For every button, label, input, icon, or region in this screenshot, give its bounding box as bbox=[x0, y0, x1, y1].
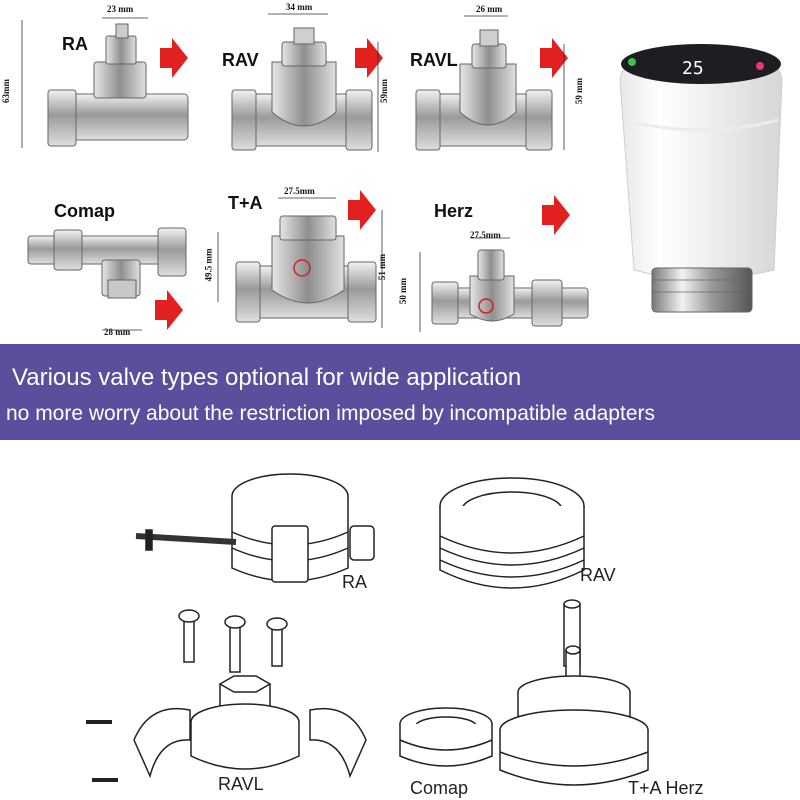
valve-label-herz: Herz bbox=[434, 201, 474, 221]
dim-rav-width: 34 mm bbox=[286, 2, 313, 12]
feature-banner: Various valve types optional for wide ap… bbox=[0, 344, 800, 440]
red-arrow-icon bbox=[540, 38, 568, 78]
red-arrow-icon bbox=[155, 290, 183, 330]
comap-valve-image bbox=[27, 227, 219, 331]
dim-ta-width: 27.5mm bbox=[284, 186, 315, 196]
thermostat-display: 25 bbox=[682, 58, 704, 79]
adapter-label-rav: RAV bbox=[580, 565, 616, 585]
dim-ravl-width: 26 mm bbox=[476, 4, 503, 14]
valve-label-rav: RAV bbox=[222, 50, 259, 70]
adapter-label-ra: RA bbox=[342, 572, 368, 592]
ta-valve-image bbox=[235, 197, 383, 328]
ravl-valve-image bbox=[415, 15, 565, 151]
banner-headline: Various valve types optional for wide ap… bbox=[12, 364, 522, 391]
valve-label-comap: Comap bbox=[54, 201, 116, 221]
dim-herz-width: 27.5mm bbox=[470, 230, 501, 240]
adapter-line-drawings bbox=[86, 473, 649, 786]
red-arrow-icon bbox=[355, 38, 383, 78]
banner-subline: no more worry about the restriction impo… bbox=[6, 402, 655, 425]
adapter-label-ravl: RAVL bbox=[218, 774, 264, 794]
dim-ra-width: 23 mm bbox=[107, 4, 134, 14]
smart-thermostat-image: 25 bbox=[619, 44, 783, 313]
ra-adapter-drawing bbox=[135, 473, 375, 583]
rav-valve-image bbox=[231, 13, 379, 152]
dim-ravl-height: 59 mm bbox=[574, 77, 585, 105]
red-arrow-icon bbox=[160, 38, 188, 78]
adapter-label-comap: Comap bbox=[410, 778, 469, 798]
red-arrow-icon bbox=[348, 190, 376, 230]
ravl-adapter-drawing bbox=[86, 609, 367, 782]
rav-adapter-drawing bbox=[439, 477, 585, 589]
valve-label-ravl: RAVL bbox=[410, 50, 458, 70]
valve-label-ra: RA bbox=[62, 34, 88, 54]
red-arrow-icon bbox=[542, 195, 570, 235]
comap-adapter-drawing bbox=[399, 707, 493, 767]
dim-ra-height: 63mm bbox=[1, 79, 11, 103]
adapter-label-ta-herz: T+A Herz bbox=[628, 778, 704, 798]
herz-valve-image bbox=[419, 237, 589, 332]
dim-herz-height: 50 mm bbox=[398, 277, 409, 305]
dim-comap-width: 28 mm bbox=[104, 327, 131, 337]
ra-valve-image bbox=[21, 17, 189, 148]
valve-label-ta: T+A bbox=[228, 193, 263, 213]
ta-herz-adapter-drawing bbox=[499, 599, 649, 786]
